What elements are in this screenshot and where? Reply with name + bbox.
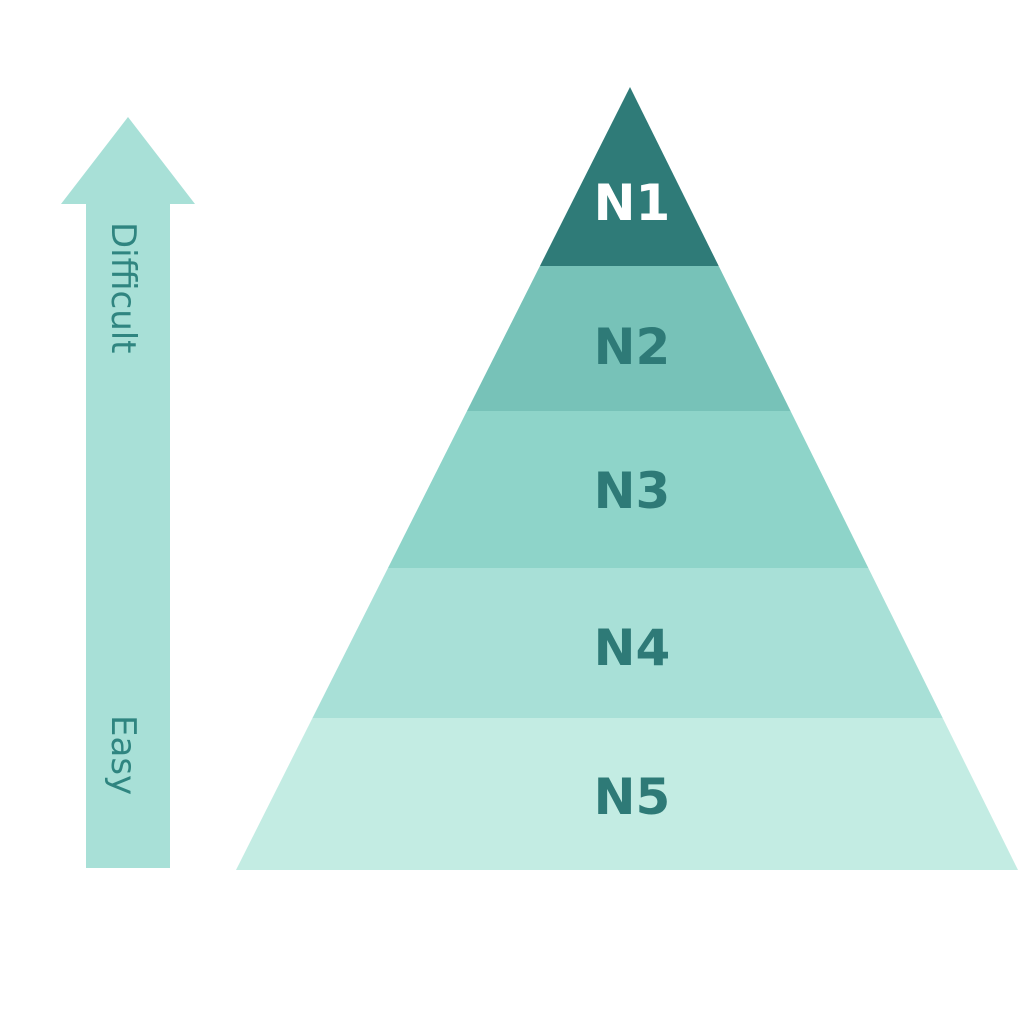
difficult-label: Difficult [103, 222, 143, 354]
easy-label: Easy [103, 715, 143, 795]
level-label-n1: N1 [594, 174, 671, 232]
level-labels: N1 N2 N3 N4 N5 [594, 174, 671, 826]
level-label-n4: N4 [594, 619, 671, 677]
level-label-n5: N5 [594, 768, 671, 826]
arrow-shaft [86, 204, 170, 868]
difficulty-arrow: Difficult Easy [61, 117, 195, 868]
level-label-n2: N2 [594, 318, 671, 376]
level-label-n3: N3 [594, 462, 671, 520]
arrow-head [61, 117, 195, 204]
level-band-n5 [236, 718, 1018, 870]
